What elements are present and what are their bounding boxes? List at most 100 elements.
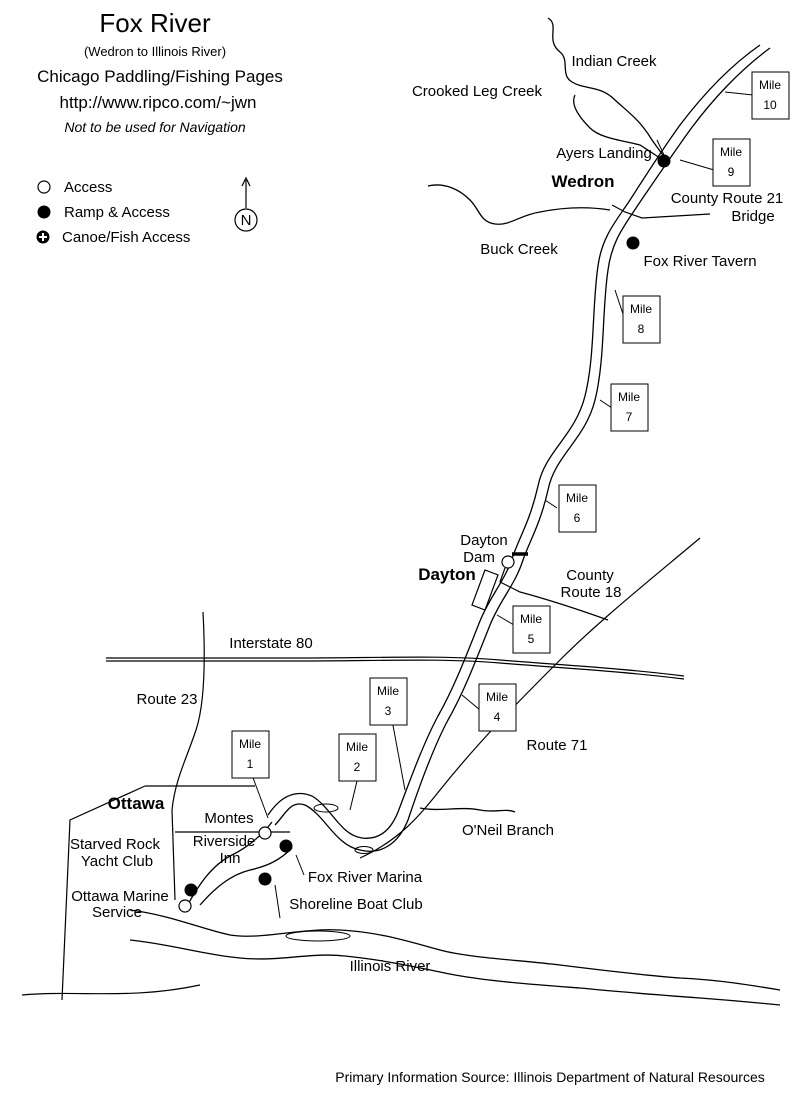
ayers-landing-ramp-marker[interactable]: [657, 154, 671, 168]
mile-marker-5: Mile 5: [512, 605, 551, 654]
illinois-river-south-bank: [129, 939, 781, 1006]
route-71-label: Route 71: [527, 737, 588, 754]
ottawa-marine-service-access-marker[interactable]: [178, 899, 192, 913]
mile-marker-7: Mile 7: [610, 383, 649, 432]
mile-marker-1: Mile 1: [231, 730, 270, 779]
legend-canoe-label: Canoe/Fish Access: [62, 229, 190, 246]
svg-text:6: 6: [574, 511, 581, 525]
svg-text:Mile: Mile: [346, 740, 368, 754]
river-island-1: [313, 803, 339, 813]
svg-text:Mile: Mile: [377, 684, 399, 698]
ottawa-south-road: [21, 984, 201, 996]
indian-creek-label: Indian Creek: [571, 53, 657, 70]
dayton-dam-label-line2: Dam: [463, 549, 495, 566]
mile-marker-4: Mile 4: [478, 683, 517, 732]
svg-text:Mile: Mile: [486, 690, 508, 704]
ottawa-label: Ottawa: [108, 794, 165, 813]
svg-text:3: 3: [385, 704, 392, 718]
county-route-18-line: [499, 567, 609, 621]
bridge-label: Bridge: [731, 208, 774, 225]
illinois-river-island: [285, 930, 351, 942]
legend-access-icon: [37, 180, 51, 194]
buck-creek-line: [427, 184, 611, 225]
svg-text:2: 2: [354, 760, 361, 774]
shoreline-leader: [274, 884, 281, 919]
legend-canoe-icon: [36, 230, 50, 244]
county-route-21-line: [611, 204, 711, 219]
mile-marker-3: Mile 3: [369, 677, 408, 726]
dayton-label: Dayton: [418, 565, 476, 584]
dayton-dam-access-marker[interactable]: [501, 555, 515, 569]
interstate-80-line: [106, 656, 685, 677]
illinois-river-north-bank: [129, 909, 781, 991]
starved-rock-yacht-club-ramp-marker[interactable]: [184, 883, 198, 897]
county-route-18-label-line1: County: [566, 567, 614, 584]
wedron-label: Wedron: [552, 172, 615, 191]
dayton-town-outline: [471, 569, 499, 611]
route-23-label: Route 23: [137, 691, 198, 708]
route-23-line: [171, 611, 205, 901]
mile-7-leader: [599, 399, 613, 409]
buck-creek-label: Buck Creek: [480, 241, 558, 258]
mile-marker-10: Mile 10: [751, 71, 790, 120]
mile-10-leader: [724, 91, 754, 96]
oneil-branch-line: [419, 807, 516, 813]
mile-3-leader: [391, 719, 406, 791]
indian-creek-line: [547, 17, 666, 159]
fox-river-tavern-ramp-marker[interactable]: [626, 236, 640, 250]
mile-marker-9: Mile 9: [712, 138, 751, 187]
svg-text:Mile: Mile: [759, 78, 781, 92]
marina-leader: [295, 854, 305, 876]
county-route-18-label-line2: Route 18: [561, 584, 622, 601]
mile-2-leader: [349, 780, 358, 811]
montes-label: Montes: [204, 810, 253, 827]
ottawa-marine-label-line2: Service: [92, 904, 142, 921]
legend-ramp-label: Ramp & Access: [64, 204, 170, 221]
interstate-80-label: Interstate 80: [229, 635, 312, 652]
publisher-name: Chicago Paddling/Fishing Pages: [37, 67, 283, 86]
map-subtitle: (Wedron to Illinois River): [84, 44, 226, 59]
starved-rock-label-line1: Starved Rock: [70, 836, 161, 853]
mile-5-leader: [496, 614, 515, 626]
fox-river-east-bank: [274, 47, 771, 852]
riverside-inn-access-marker[interactable]: [258, 826, 272, 840]
svg-text:Mile: Mile: [618, 390, 640, 404]
svg-text:Mile: Mile: [630, 302, 652, 316]
publisher-url[interactable]: http://www.ripco.com/~jwn: [60, 93, 257, 112]
compass-letter: N: [241, 212, 252, 229]
svg-text:5: 5: [528, 632, 535, 646]
crooked-leg-creek-label: Crooked Leg Creek: [412, 83, 543, 100]
mile-9-leader: [679, 159, 715, 171]
svg-text:Mile: Mile: [720, 145, 742, 159]
svg-text:9: 9: [728, 165, 735, 179]
svg-text:4: 4: [494, 710, 501, 724]
shoreline-boat-club-label: Shoreline Boat Club: [289, 896, 422, 913]
fox-river-west-bank: [267, 44, 761, 839]
mile-6-leader: [544, 499, 558, 509]
fox-river-tavern-label: Fox River Tavern: [643, 253, 756, 270]
ayers-landing-label: Ayers Landing: [556, 145, 652, 162]
river-island-2: [354, 846, 374, 854]
svg-text:Mile: Mile: [239, 737, 261, 751]
mile-1-leader: [251, 774, 269, 819]
mile-marker-2: Mile 2: [338, 733, 377, 782]
svg-text:8: 8: [638, 322, 645, 336]
ottawa-marine-label-line1: Ottawa Marine: [71, 888, 169, 905]
legend-ramp-icon: [37, 205, 51, 219]
riverside-inn-label-line2: Inn: [220, 850, 241, 867]
oneil-branch-label: O'Neil Branch: [462, 822, 554, 839]
shoreline-boat-club-ramp-marker[interactable]: [258, 872, 272, 886]
interstate-80-line-2: [106, 659, 685, 680]
illinois-river-label: Illinois River: [350, 958, 431, 975]
svg-text:Mile: Mile: [566, 491, 588, 505]
svg-text:10: 10: [763, 98, 777, 112]
mile-marker-8: Mile 8: [622, 295, 661, 344]
svg-text:Mile: Mile: [520, 612, 542, 626]
starved-rock-label-line2: Yacht Club: [81, 853, 153, 870]
svg-text:1: 1: [247, 757, 254, 771]
fox-river-marina-ramp-marker[interactable]: [279, 839, 293, 853]
riverside-inn-label-line1: Riverside: [193, 833, 256, 850]
ayers-leader: [656, 139, 665, 156]
north-arrow-icon: [234, 176, 258, 232]
